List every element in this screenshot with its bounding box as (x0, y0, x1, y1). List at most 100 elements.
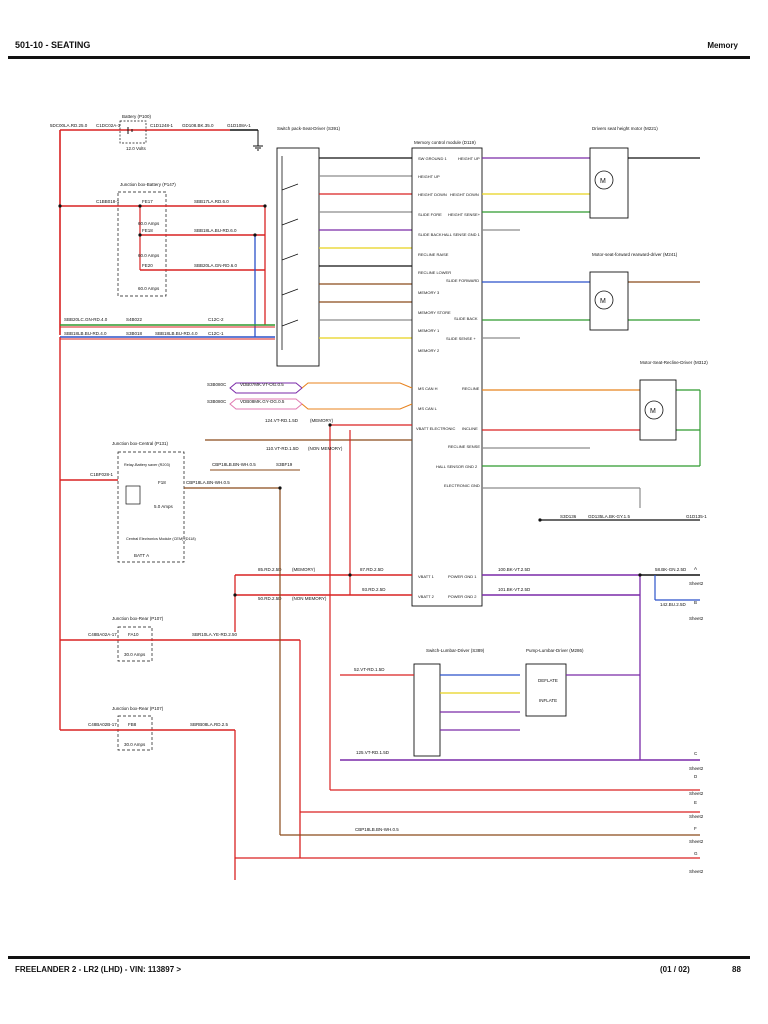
pin-label: MS CAN H (418, 386, 438, 391)
sheet-ref-letter: C (694, 751, 698, 756)
fuse-fe20-amps: 60.0 Amps (138, 286, 160, 291)
pin-label: SLIDE BACK (454, 316, 478, 321)
wire-label: S3B018 (126, 331, 143, 336)
sheet-ref-letter: D (694, 774, 698, 779)
wire-label: 5DC00LA.RD.25.0 (50, 123, 88, 128)
pin-label: MEMORY 1 (418, 328, 440, 333)
sheet-ref-letter: E (694, 800, 697, 805)
motor-icon (594, 290, 614, 310)
sheet-ref-text: Sheet2 (689, 791, 704, 796)
switch-pack: Switch pack-Seat-Driver (S391) (276, 126, 341, 367)
svg-text:M: M (650, 408, 656, 415)
wire-label: CBP18LB.BN-WH.0.5 (212, 462, 256, 467)
pin-label: HALL SENSOR GND 2 (436, 464, 478, 469)
wire-label: C1D1248-1 (150, 123, 174, 128)
pin-label: ELECTRONIC GND (444, 483, 480, 488)
motor-icon (644, 400, 664, 420)
wire-label: 50.RD.2.5D (258, 596, 282, 601)
jb-rear1-label: Junction box-Rear (P107) (112, 616, 164, 621)
sheet-ref-letter: A (694, 566, 697, 571)
recline-motor-label: Motor-Seat-Recline-Driver (M312) (640, 360, 708, 365)
pin-label: RECLINE SENSE (448, 444, 480, 449)
pin-label: HEIGHT DOWN (418, 192, 447, 197)
svg-text:M: M (600, 178, 606, 185)
wire-label: 87.RD.2.5D (360, 567, 384, 572)
pin-label: RECLINE RAISE (418, 252, 449, 257)
sheet-number: (01 / 02) (660, 965, 690, 974)
junction-dots (58, 204, 642, 597)
jb-battery-label: Junction box-Battery (P147) (120, 182, 176, 187)
wire-label: 93.RD.2.5D (362, 587, 386, 592)
wire-label: C48BA02B-17 (88, 722, 117, 727)
sheet2-wires: CBP18LB.BN-WH.0.5 (235, 488, 700, 859)
wire-label: S3B080C (207, 382, 227, 387)
wire-label: (NON MEMORY) (308, 446, 343, 451)
svg-text:M: M (600, 298, 606, 305)
sheet-ref-letter: B (694, 600, 697, 605)
wire-label: (NON MEMORY) (292, 596, 327, 601)
header-rule (8, 56, 750, 59)
sheet-ref-text: Sheet2 (689, 869, 704, 874)
sheet-ref-letter: G (694, 851, 698, 856)
pin-label: INCLINE (462, 426, 478, 431)
wire-label: S4B022 (126, 317, 143, 322)
junction-box-central: Junction box-Central (P131) Relay-Batter… (60, 441, 280, 563)
wire-label: 124.VT-RD.1.5D (265, 418, 299, 423)
pin-label: VBATT ELECTRONIC (416, 426, 456, 431)
wire-label: 101.BK-VT.2.5D (498, 587, 531, 592)
wire-label: G1D135-1 (686, 514, 707, 519)
lumbar-pump: Pump-Lumbar-Driver (M286) DEFLATE INFLAT… (525, 648, 640, 717)
pin-label: MEMORY 2 (418, 348, 440, 353)
wire-label: C48BA02A-17 (88, 632, 117, 637)
motor-wires (482, 157, 701, 521)
wire-label: VDB08MK.GY-OG.0.5 (240, 399, 285, 404)
wire-label: SBB20LA.GN-RD.6.0 (194, 263, 238, 268)
pin-label: SLIDE FORE (418, 212, 442, 217)
fuse-fe18-amps: 60.0 Amps (138, 253, 160, 258)
recline-motor: Motor-Seat-Recline-Driver (M312) M (639, 360, 708, 441)
wire-label: 110.VT-RD.1.5D (266, 446, 299, 451)
pin-label: RECLINE LOWER (418, 270, 451, 275)
lumbar-pump-label: Pump-Lumbar-Driver (M286) (526, 648, 584, 653)
fuse-fa10: FA10 (128, 632, 139, 637)
wire-label: C1DC02A-1 (96, 123, 121, 128)
sheet-ref-text: Sheet2 (689, 814, 704, 819)
pin-label: POWER GND 2 (448, 594, 477, 599)
sheet-refs: A Sheet2 B Sheet2 C Sheet2 D Sheet2 E Sh… (689, 566, 704, 874)
height-motor-label: Drivers seat height motor (M221) (592, 126, 658, 131)
battery-label: Battery (P100) (122, 114, 152, 119)
junction-box-rear-1: Junction box-Rear (P107) FA10 30.0 Amps … (60, 616, 301, 858)
can-wires: S3B080C VDB07MK.VT-OG.0.5 S3B080C VDB08M… (207, 382, 413, 410)
fuse-fe17-amps: 60.0 Amps (138, 221, 160, 226)
wire-label: 125.VT-RD.1.5D (356, 750, 390, 755)
wire-label: 142.BU.2.5D (660, 602, 687, 607)
height-motor: Drivers seat height motor (M221) M (589, 126, 658, 219)
pin-label: MS CAN L (418, 406, 438, 411)
wire-label: SBRB08LA.RD.2.5 (190, 722, 229, 727)
pin-label: HEIGHT SENSE+ (448, 212, 481, 217)
switch-to-module-wires (319, 157, 412, 339)
wire-label: SBB18LB.BU-RD.4.0 (155, 331, 198, 336)
motor-icon (594, 170, 614, 190)
junction-box-battery: Junction box-Battery (P147) C1BB018-1 FE… (60, 182, 266, 337)
page-title: 501-10 - SEATING (15, 40, 91, 50)
junction-box-rear-2: Junction box-Rear (P107) FB8 30.0 Amps C… (60, 706, 236, 880)
wire-label: SBR10LA.YE-RD.2.50 (192, 632, 238, 637)
pin-label: POWER GND 1 (448, 574, 477, 579)
sheet-ref-text: Sheet2 (689, 616, 704, 621)
pin-label: SLIDE BACK (418, 232, 442, 237)
fuse-f18: F18 (158, 480, 166, 485)
wire-label: SBB20LC.GN-RD.4.0 (64, 317, 108, 322)
fuse-fb8: FB8 (128, 722, 137, 727)
memory-module-label: Memory control module (D119) (414, 140, 476, 145)
footer-rule (8, 956, 750, 959)
wire-label: G1D108A-1 (227, 123, 251, 128)
lumbar-switch: Switch-Lumbar-Driver (S389) 52.VT-RD.1.5… (340, 648, 520, 757)
fuse-fa10-amps: 30.0 Amps (124, 652, 146, 657)
sheet-ref-text: Sheet2 (689, 839, 704, 844)
wire-label: S3B080C (207, 399, 227, 404)
deflate-label: DEFLATE (538, 678, 558, 683)
cem-label: Central Electronics Module (CEM) (D118) (126, 537, 197, 541)
fuse-f18-amps: 5.0 Amps (154, 504, 174, 509)
vbatt-power: 85.RD.2.5D (MEMORY) 50.RD.2.5D (NON MEMO… (234, 514, 707, 760)
